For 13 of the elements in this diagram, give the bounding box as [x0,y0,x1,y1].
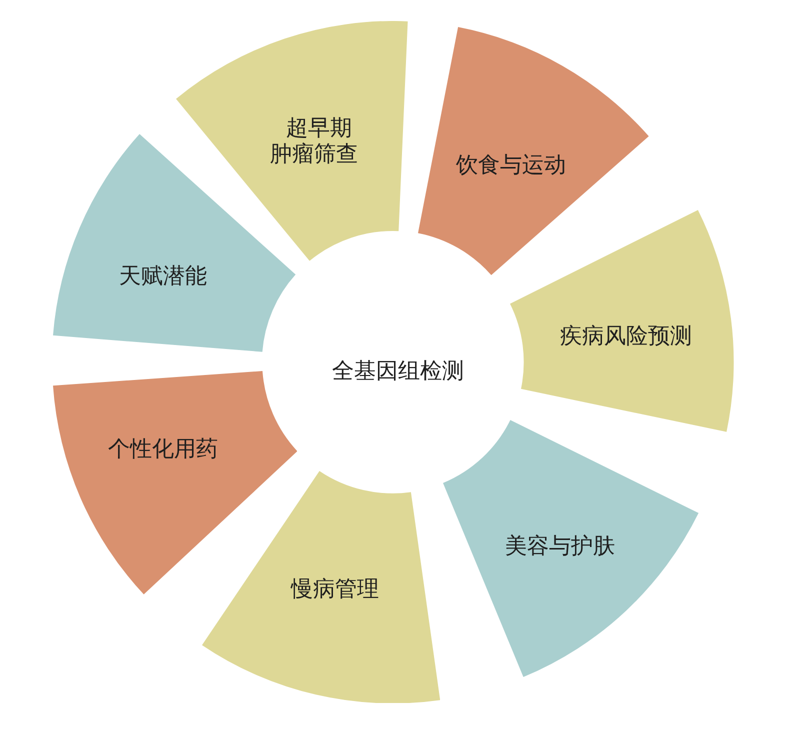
segment-label: 美容与护肤 [504,534,615,560]
segment-label: 慢病管理 [290,576,379,603]
ring-segment [418,27,649,276]
hub-label: 全基因组检测 [332,359,464,385]
segment-label: 超早期肿瘤筛查 [269,116,359,168]
ring-segment [176,21,408,261]
segment-label: 疾病风险预测 [560,324,692,350]
segment-label: 饮食与运动 [456,152,566,179]
ring-segment [443,420,699,678]
ring-segment [202,470,440,703]
ring-segment [510,210,734,432]
segment-label: 天赋潜能 [118,264,207,290]
segment-label: 个性化用药 [108,436,218,463]
